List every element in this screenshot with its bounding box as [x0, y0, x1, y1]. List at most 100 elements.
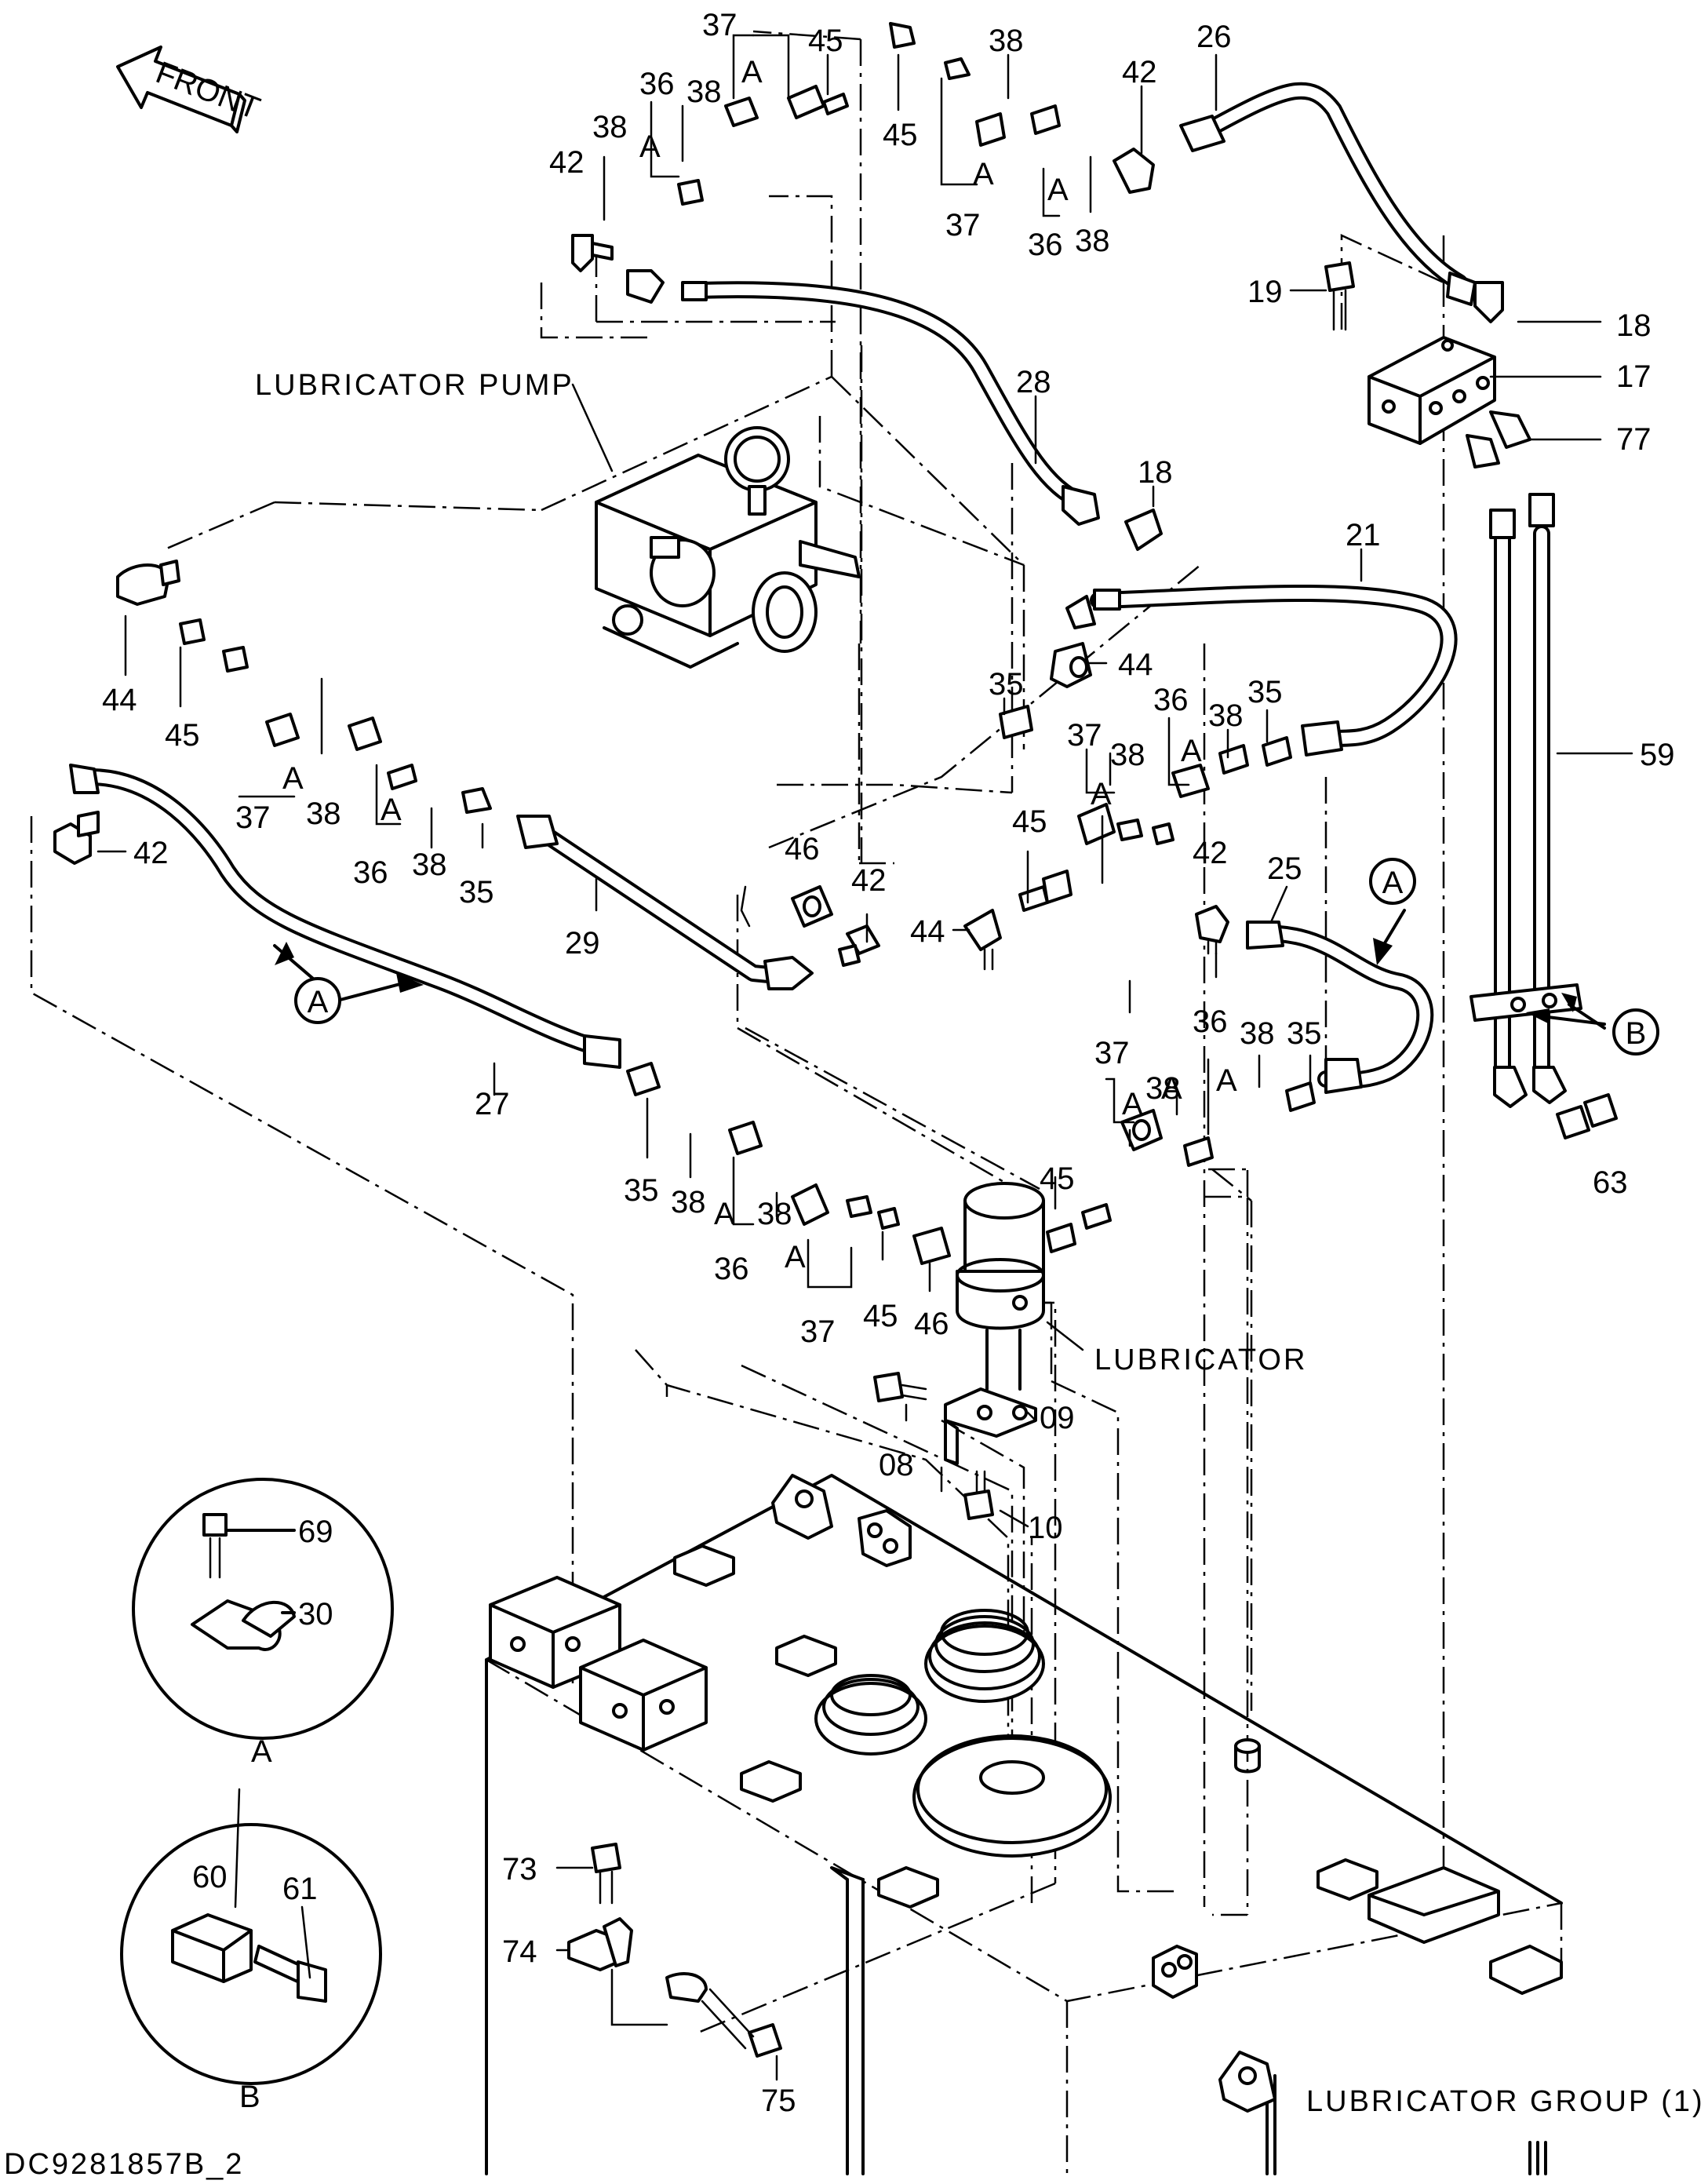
callout-44: 44: [102, 683, 137, 717]
hose-26: [1179, 82, 1477, 306]
lubricator-pump-leader: [571, 383, 614, 472]
callout-38: 38: [1240, 1016, 1275, 1051]
marker-a-1: A: [741, 55, 763, 89]
callout-61: 61: [282, 1872, 318, 1906]
marker-a-3: A: [973, 157, 994, 191]
callout-10: 10: [1028, 1511, 1063, 1545]
callout-38: 38: [412, 848, 447, 882]
callout-38: 38: [1110, 738, 1145, 772]
marker-a-4: A: [1047, 173, 1069, 207]
callout-37: 37: [800, 1314, 836, 1349]
callout-42: 42: [851, 863, 887, 898]
circle-a-label-2: A: [1382, 866, 1404, 900]
callout-38: 38: [1145, 1071, 1181, 1106]
callout-42: 42: [1122, 55, 1157, 89]
circle-callout-a-right: A: [1369, 858, 1416, 905]
leader-lines: [30, 30, 1445, 2034]
callout-46: 46: [914, 1307, 949, 1341]
label-lubricator-pump: LUBRICATOR PUMP: [255, 369, 574, 402]
pointer-arrows: [273, 909, 1606, 1030]
label-drawing-code: DC9281857B_2: [4, 2148, 244, 2181]
callout-numbers: 37 45 36 38 38 42 45 38 37 42 36 38 26 1…: [102, 8, 1675, 2118]
marker-a-9: A: [1122, 1087, 1143, 1121]
fittings: [53, 22, 1618, 2058]
callout-60: 60: [192, 1860, 228, 1894]
callout-38: 38: [757, 1197, 792, 1231]
hose-28: [626, 269, 1100, 526]
callout-38: 38: [1208, 698, 1244, 733]
callout-36: 36: [1028, 228, 1063, 262]
hose-21: [1065, 584, 1458, 757]
callout-74: 74: [502, 1934, 537, 1969]
callout-35: 35: [624, 1173, 659, 1208]
callout-35: 35: [1287, 1016, 1322, 1051]
callout-42: 42: [1193, 836, 1228, 870]
callout-44: 44: [910, 914, 945, 949]
callout-35: 35: [459, 875, 494, 910]
callout-37: 37: [1067, 718, 1102, 753]
detail-circle-b: [120, 1823, 382, 2085]
callout-45: 45: [1040, 1161, 1075, 1196]
callout-45: 45: [165, 718, 200, 753]
callout-17: 17: [1616, 359, 1652, 394]
callout-08: 08: [879, 1448, 914, 1482]
callout-36: 36: [353, 855, 388, 890]
marker-a-8: A: [381, 793, 402, 827]
callout-38: 38: [306, 797, 341, 831]
callout-59: 59: [1640, 738, 1675, 772]
tank-blocks: [489, 1576, 1563, 1995]
callout-36: 36: [1153, 683, 1189, 717]
callout-45: 45: [883, 118, 918, 152]
callout-25: 25: [1267, 851, 1302, 886]
callout-leaders: [97, 34, 1633, 1528]
callout-42: 42: [133, 836, 169, 870]
marker-a-12: A: [785, 1240, 806, 1274]
lubricator-pump: [595, 426, 861, 669]
callout-75: 75: [761, 2084, 796, 2118]
callout-42: 42: [549, 145, 585, 180]
callout-45: 45: [808, 24, 843, 58]
callout-19: 19: [1247, 275, 1283, 309]
callout-38: 38: [671, 1185, 706, 1220]
callout-26: 26: [1196, 20, 1232, 54]
callout-29: 29: [565, 926, 600, 961]
callout-36: 36: [639, 67, 675, 101]
marker-a-5: A: [1181, 734, 1202, 768]
callout-77: 77: [1616, 422, 1652, 457]
callout-38: 38: [686, 75, 722, 109]
callout-18: 18: [1138, 455, 1173, 490]
hose-27: [69, 764, 621, 1069]
hose-29: [516, 815, 814, 990]
callout-37: 37: [1094, 1036, 1130, 1070]
callout-09: 09: [1040, 1401, 1075, 1435]
callout-37: 37: [702, 8, 737, 42]
callout-27: 27: [475, 1087, 510, 1121]
marker-a-13: A: [1161, 1071, 1182, 1106]
label-group-title: LUBRICATOR GROUP (1): [1306, 2085, 1705, 2118]
callout-18: 18: [1616, 308, 1652, 343]
circle-a-label-1: A: [308, 985, 329, 1019]
callout-38: 38: [989, 24, 1024, 58]
callout-35: 35: [1247, 675, 1283, 709]
circle-b-label: B: [1626, 1016, 1647, 1051]
label-detail-a: A: [251, 1734, 272, 1769]
circle-callout-a-left: A: [294, 977, 341, 1024]
tank-clips: [673, 1474, 1378, 2113]
detail-leaders: [226, 1466, 943, 2081]
callout-36: 36: [714, 1252, 749, 1286]
callout-21: 21: [1346, 518, 1381, 552]
hose-25: [1246, 921, 1434, 1094]
callout-63: 63: [1593, 1165, 1628, 1200]
distribution-block-17: [1367, 336, 1496, 445]
callout-73: 73: [502, 1852, 537, 1887]
callout-45: 45: [863, 1299, 898, 1333]
callout-45: 45: [1012, 804, 1047, 839]
label-detail-b: B: [239, 2080, 260, 2114]
callout-28: 28: [1016, 365, 1051, 399]
marker-a-11: A: [714, 1197, 735, 1231]
detail-circle-a: [132, 1478, 394, 1740]
front-arrow-icon: FRONT: [116, 46, 264, 133]
lubricator: [956, 1182, 1045, 1391]
callout-37: 37: [945, 208, 981, 242]
